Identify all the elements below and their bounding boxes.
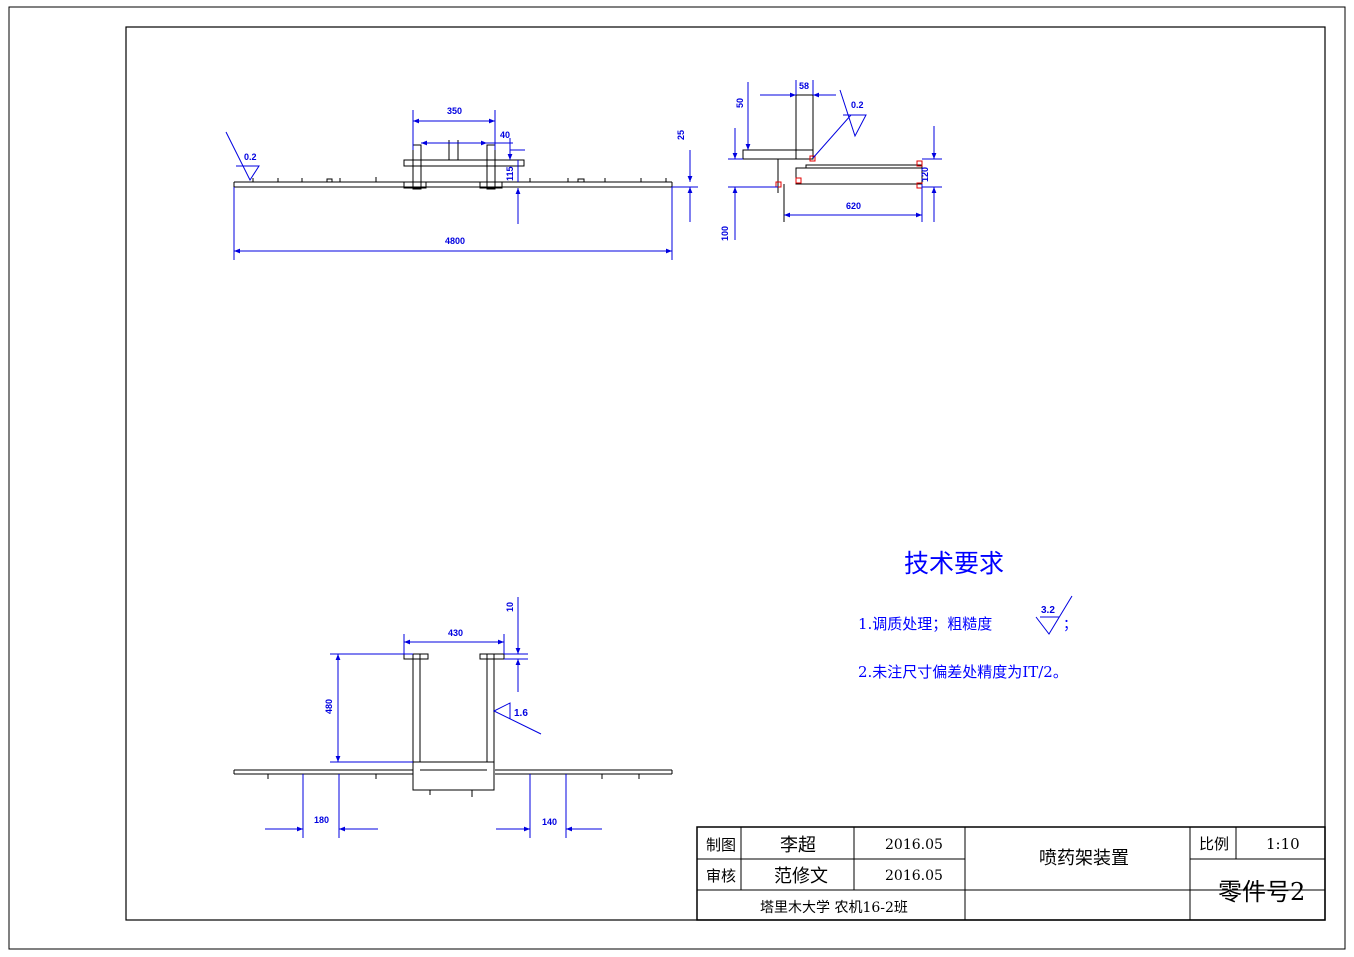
dim-25: 25 (676, 130, 686, 140)
checked-by: 范修文 (774, 866, 828, 887)
part-number: 零件号2 (1218, 878, 1305, 906)
outer-border (8, 6, 1346, 950)
drawn-date: 2016.05 (885, 837, 943, 853)
top-view (233, 140, 673, 190)
weld-marks (775, 155, 923, 189)
dim-430: 430 (448, 628, 463, 638)
scale-value: 1:10 (1266, 835, 1300, 853)
bottom-view-dims (265, 597, 602, 838)
dim-40: 40 (500, 130, 510, 140)
roughness-3-2-symbol (1035, 595, 1073, 635)
dim-120: 120 (920, 167, 930, 182)
tech-item-2: 2.未注尺寸偏差处精度为IT/2。 (858, 663, 1068, 681)
dim-50: 50 (735, 98, 745, 108)
dim-10: 10 (505, 602, 515, 612)
part-title: 喷药架装置 (1039, 848, 1129, 869)
bottom-view (233, 653, 673, 797)
scale-label: 比例 (1199, 835, 1229, 853)
school-class: 塔里木大学 农机16-2班 (760, 900, 908, 916)
title-block (696, 826, 1326, 921)
drawn-by: 李超 (780, 835, 816, 856)
tech-item-1-end: ； (1063, 617, 1077, 633)
dim-100: 100 (720, 226, 730, 241)
side-view (742, 94, 923, 222)
roughness-3-2: 3.2 (1041, 605, 1055, 616)
drawn-label: 制图 (706, 836, 736, 854)
dim-4800: 4800 (445, 236, 465, 246)
dim-620: 620 (846, 201, 861, 211)
dim-140: 140 (542, 817, 557, 827)
dim-115: 115 (505, 166, 515, 181)
roughness-1-6: 1.6 (514, 708, 528, 719)
roughness-0-2-top: 0.2 (244, 152, 257, 162)
top-view-dims (225, 110, 698, 260)
dim-58: 58 (799, 81, 809, 91)
tech-title: 技术要求 (904, 549, 1004, 578)
tech-item-1: 1.调质处理；粗糙度 (858, 615, 992, 633)
side-view-dims (728, 80, 942, 240)
dim-350: 350 (447, 106, 462, 116)
inner-frame (125, 26, 1326, 921)
dim-480: 480 (324, 699, 334, 714)
checked-label: 审核 (706, 867, 736, 885)
checked-date: 2016.05 (885, 868, 943, 884)
dim-180: 180 (314, 815, 329, 825)
roughness-0-2-side: 0.2 (851, 100, 864, 110)
